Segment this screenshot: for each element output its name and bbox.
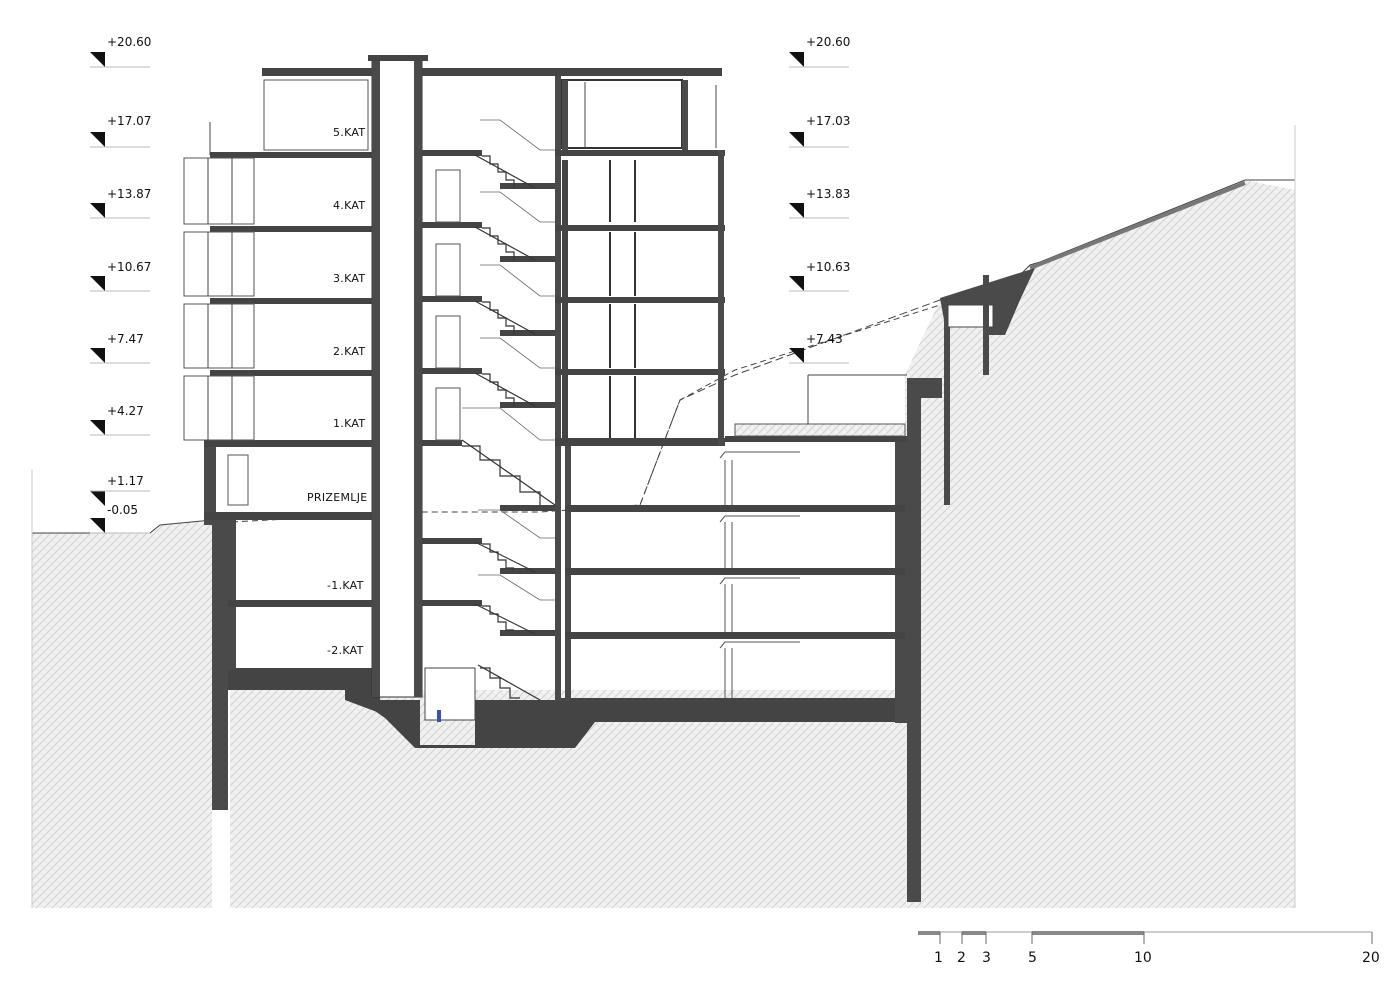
elevation-marker: +17.03: [789, 114, 850, 148]
elevation-label: +20.60: [806, 35, 850, 49]
stair-core-wall-lower: [555, 446, 561, 701]
shaft-wall-right: [414, 57, 422, 697]
original-terrain-dashed: [211, 304, 941, 524]
elevation-marker: +20.60: [90, 35, 151, 68]
elevation-marker: +13.87: [90, 187, 151, 219]
garage-levels: [565, 299, 941, 723]
basement-left-wall: [228, 520, 236, 670]
scale-tick-label: 3: [982, 950, 991, 966]
elevation-label: +1.17: [107, 474, 144, 488]
ground-under-building: [230, 690, 905, 908]
elevation-marker: +20.60: [789, 35, 850, 68]
upper-retaining-wall: [944, 300, 950, 505]
elevator-pit-marker: [437, 710, 441, 722]
building: [183, 55, 941, 748]
elevation-label: +20.60: [107, 35, 151, 49]
floor-label: 4.KAT: [333, 199, 365, 212]
left-facade-balconies: [183, 79, 369, 506]
elevation-label: +13.83: [806, 187, 850, 201]
floor-label: 5.KAT: [333, 126, 365, 139]
floor-label: 3.KAT: [333, 272, 365, 285]
scale-tick-label: 5: [1028, 950, 1037, 966]
basement-base-slab: [228, 668, 380, 690]
floor-label: -2.KAT: [327, 644, 364, 657]
elevation-marker: +7.47: [90, 332, 150, 364]
ground-left: [32, 520, 212, 908]
terrace-void: [947, 304, 994, 328]
elevator-pit: [424, 667, 476, 721]
terrain: [31, 125, 1296, 908]
elevation-marker: -0.05: [90, 503, 150, 534]
wall-cap: [907, 378, 942, 398]
floor-label: 1.KAT: [333, 417, 365, 430]
elevation-marker: +10.63: [789, 260, 850, 292]
terrace-pile: [983, 275, 989, 375]
foundation-bulb: [345, 690, 595, 748]
roof-slab-right: [422, 68, 722, 76]
elevation-label: -0.05: [107, 503, 138, 517]
retaining-walls: [212, 268, 1035, 902]
elevation-label: +13.87: [107, 187, 151, 201]
ground-right: [905, 180, 1295, 908]
elevation-label: +7.47: [107, 332, 144, 346]
scale-tick-label: 10: [1134, 950, 1152, 966]
scale-tick-label: 20: [1362, 950, 1380, 966]
elevation-marker: +4.27: [90, 404, 150, 436]
shaft-cap: [368, 55, 428, 61]
elevation-label: +10.67: [107, 260, 151, 274]
elevation-markers-right: +20.60 +17.03 +13.83 +10.63 +7.43: [789, 35, 850, 364]
scale-tick-label: 1: [934, 950, 943, 966]
elevation-marker: +13.83: [789, 187, 850, 219]
floor-label: PRIZEMLJE: [307, 491, 368, 504]
staircase: [461, 119, 556, 701]
elevation-markers-left: +20.60 +17.07 +13.87 +10.67 +7.47 +4.27 …: [90, 35, 151, 534]
elevation-label: +4.27: [107, 404, 144, 418]
ground-floor-left-wall: [204, 445, 216, 525]
right-pile-wall: [907, 380, 921, 902]
elevation-label: +17.03: [806, 114, 850, 128]
left-pile-wall: [212, 520, 228, 810]
stair-hall-doors: [435, 169, 461, 441]
right-upper-block: [555, 79, 725, 446]
elevation-label: +10.63: [806, 260, 850, 274]
floor-slabs-stair: [422, 150, 555, 636]
floor-label: 2.KAT: [333, 345, 365, 358]
elevation-label: +7.43: [806, 332, 843, 346]
elevation-marker: +7.43: [789, 332, 849, 364]
shaft-wall-left: [372, 57, 380, 697]
elevation-marker: +17.07: [90, 114, 151, 148]
scale-tick-label: 2: [957, 950, 966, 966]
elevation-marker: +10.67: [90, 260, 151, 292]
stair-core-wall-upper: [555, 76, 561, 446]
elevation-label: +17.07: [107, 114, 151, 128]
terrain-slope-slab: [1029, 181, 1246, 270]
elevation-marker: +1.17: [90, 474, 150, 506]
floor-label: -1.KAT: [327, 579, 364, 592]
floor-labels: 5.KAT 4.KAT 3.KAT 2.KAT 1.KAT PRIZEMLJE …: [307, 126, 368, 657]
garage-base-slab: [560, 698, 905, 720]
scale-bar: 1 2 3 5 10 20: [918, 931, 1380, 966]
floor-slabs-left: [204, 152, 372, 607]
roof-slab-left: [262, 68, 372, 76]
